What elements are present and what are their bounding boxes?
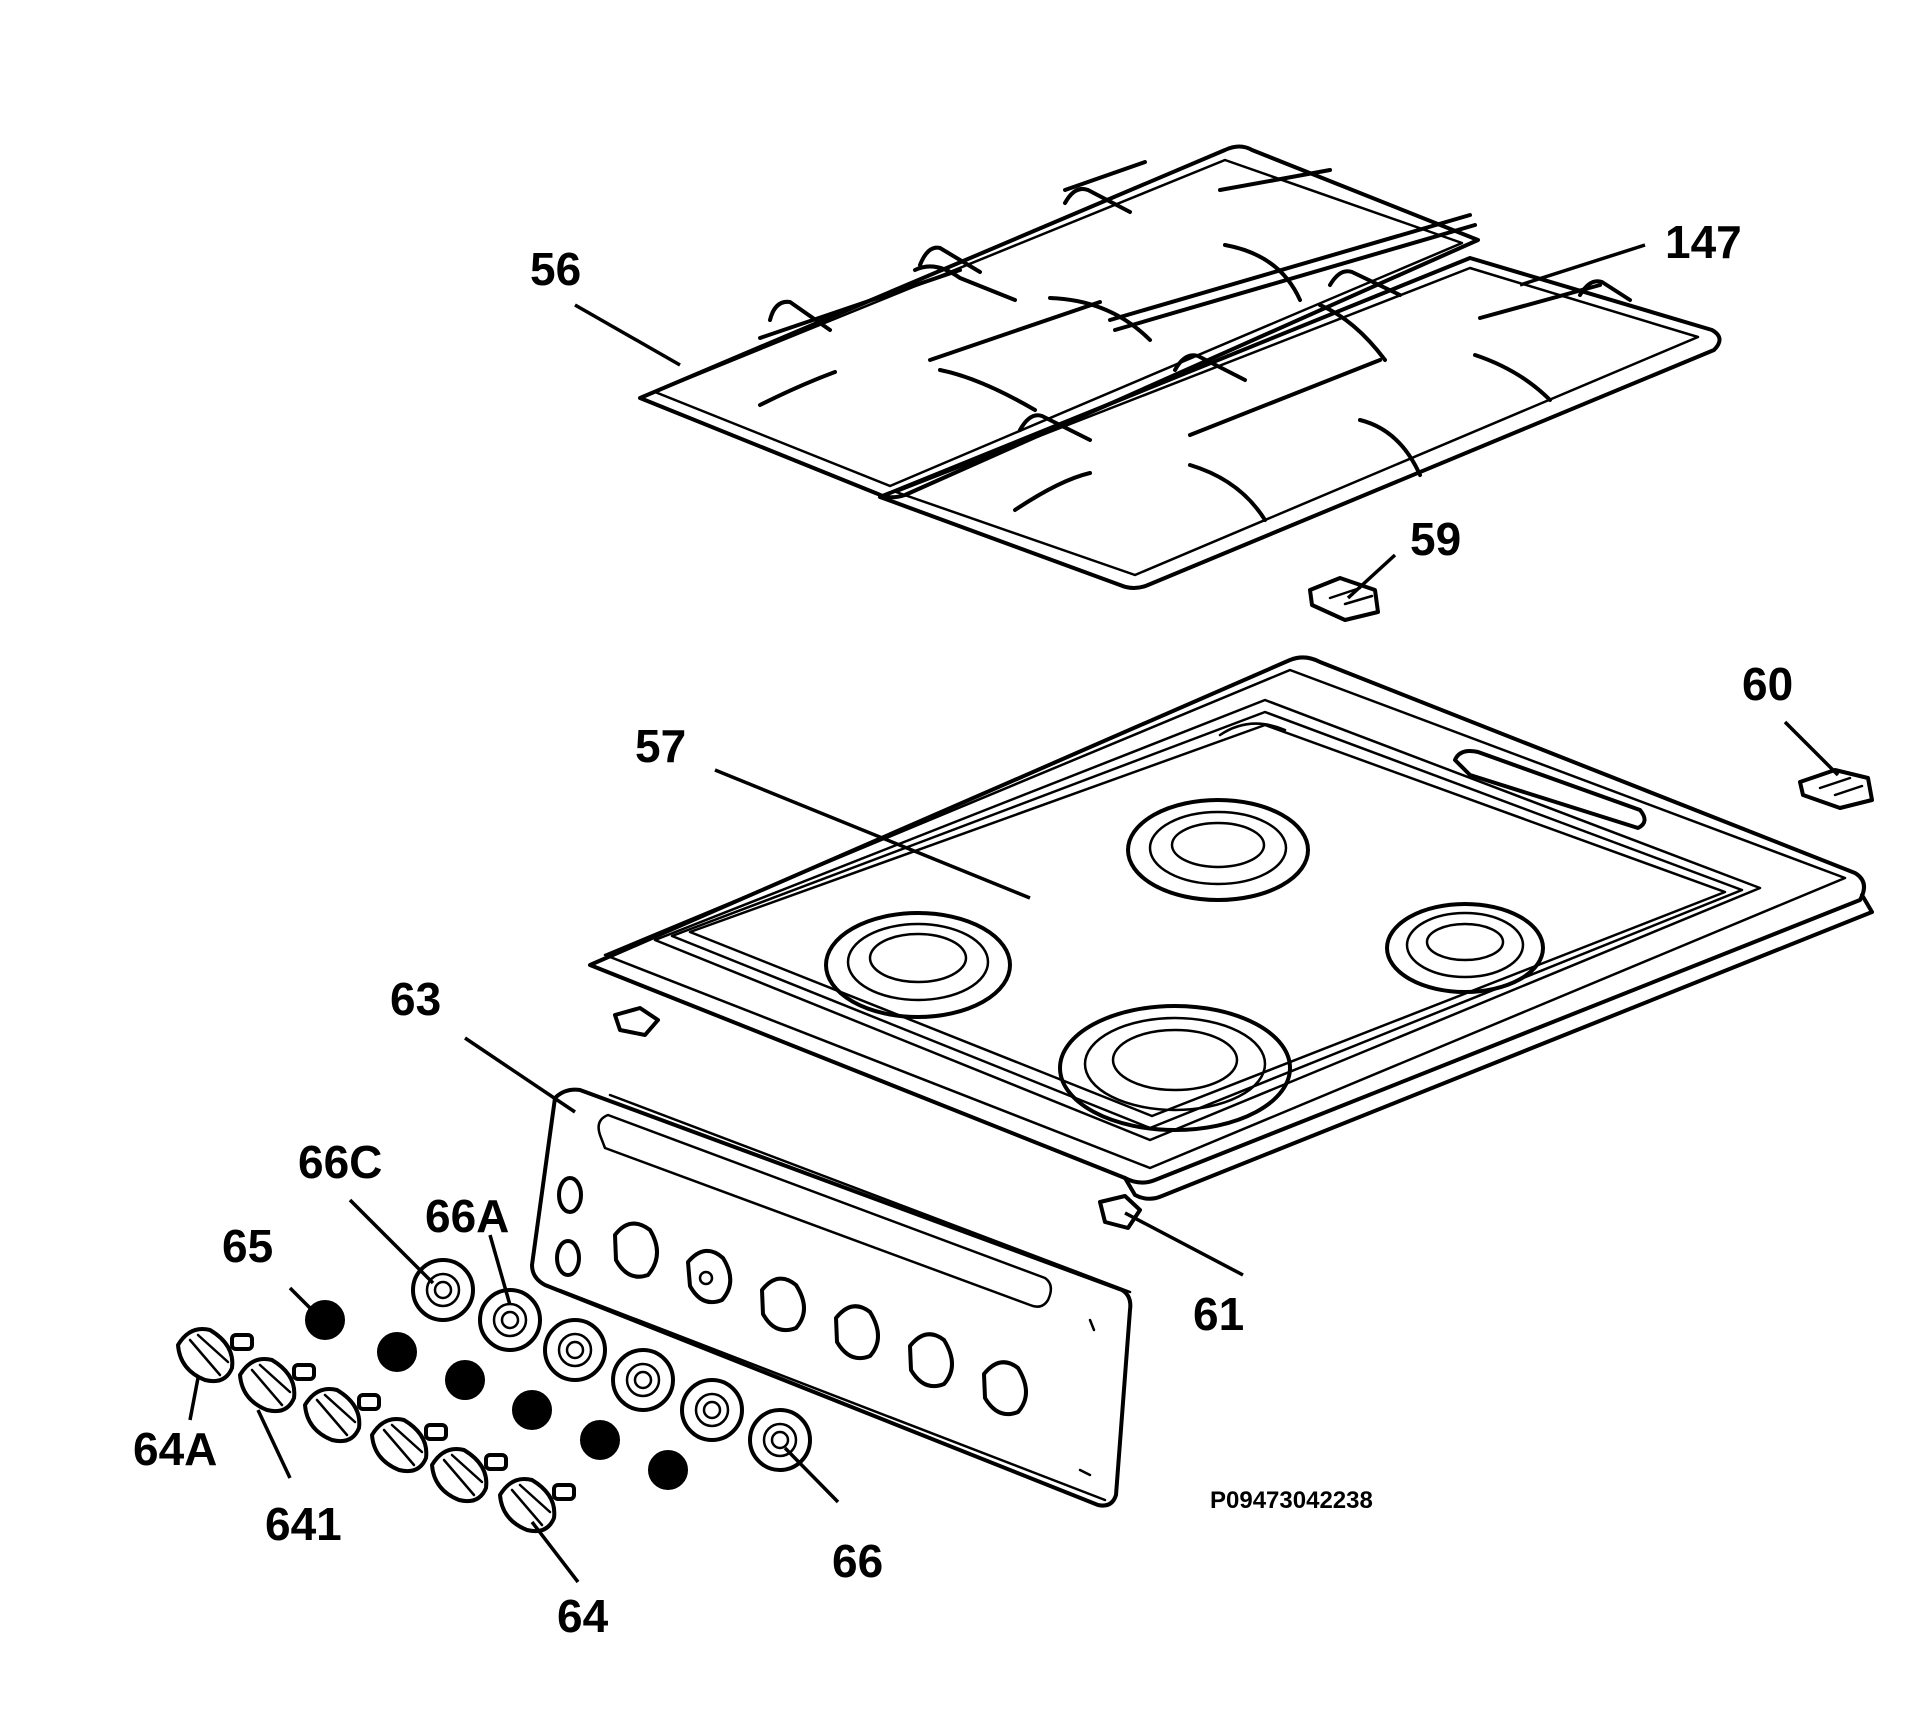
clip-60 [1798,768,1874,810]
bezel-ring [680,1378,744,1442]
knob-inserts [305,1300,688,1490]
callout-66: 66 [832,1535,883,1587]
callout-147: 147 [1665,216,1742,268]
bezel-ring [748,1408,812,1472]
drawing-code: P09473042238 [1210,1487,1373,1514]
callout-66c: 66C [298,1136,382,1188]
pan-support-grid [638,144,1722,590]
hob-top [588,655,1874,1201]
callout-61: 61 [1193,1288,1244,1340]
callout-66a: 66A [425,1190,509,1242]
callout-65: 65 [222,1220,273,1272]
callout-63: 63 [390,973,441,1025]
callout-57: 57 [635,720,686,772]
knob [303,1387,381,1444]
knob [430,1447,508,1504]
callout-56: 56 [530,243,581,295]
control-knobs [176,1327,576,1534]
callout-641: 641 [265,1498,342,1550]
clip-61 [1098,1194,1142,1230]
leader-lines [188,243,1840,1584]
knob [370,1417,448,1474]
knob [176,1327,254,1384]
control-panel [530,1087,1133,1508]
bezel-ring [543,1318,607,1382]
bezels [411,1258,812,1472]
bezel-ring [411,1258,475,1322]
callout-60: 60 [1742,658,1793,710]
clip-59 [1308,576,1380,622]
clip-hob-left [613,1006,660,1037]
callout-59: 59 [1410,513,1461,565]
knob [498,1477,576,1534]
bezel-ring [611,1348,675,1412]
knob [238,1357,316,1414]
callout-64: 64 [557,1590,609,1642]
callout-64a: 64A [133,1423,217,1475]
